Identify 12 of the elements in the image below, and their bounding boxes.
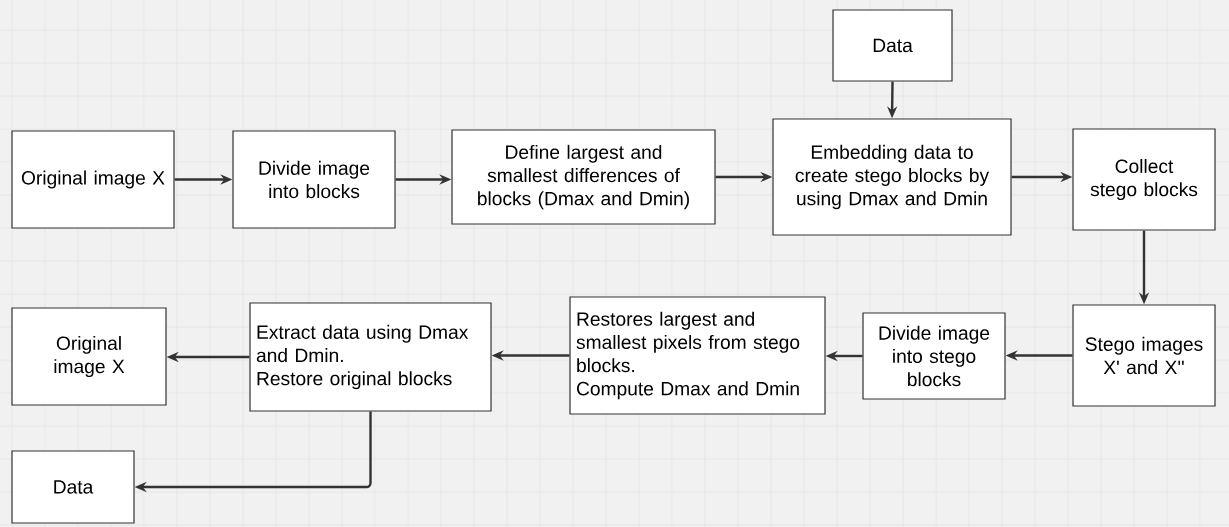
process-box: Divide image into stego blocks bbox=[862, 312, 1006, 400]
process-box: Stego images X' and X'' bbox=[1072, 304, 1216, 407]
process-box: Data bbox=[832, 9, 953, 82]
process-box: Define largest and smallest differences of blocks (Dmax and Dmin) bbox=[451, 129, 716, 225]
process-box: Original image X bbox=[11, 307, 167, 406]
process-box: Original image X bbox=[11, 130, 175, 229]
process-box: Restores largest and smallest pixels from stego blocks. Compute Dmax and Dmin bbox=[569, 296, 826, 415]
process-box: Divide image into blocks bbox=[232, 130, 396, 229]
process-box: Extract data using Dmax and Dmin. Restore original blocks bbox=[249, 302, 492, 412]
process-box: Data bbox=[11, 450, 135, 524]
process-box: Collect stego blocks bbox=[1072, 128, 1216, 231]
process-box: Embedding data to create stego blocks by using Dmax and Dmin bbox=[772, 118, 1012, 236]
